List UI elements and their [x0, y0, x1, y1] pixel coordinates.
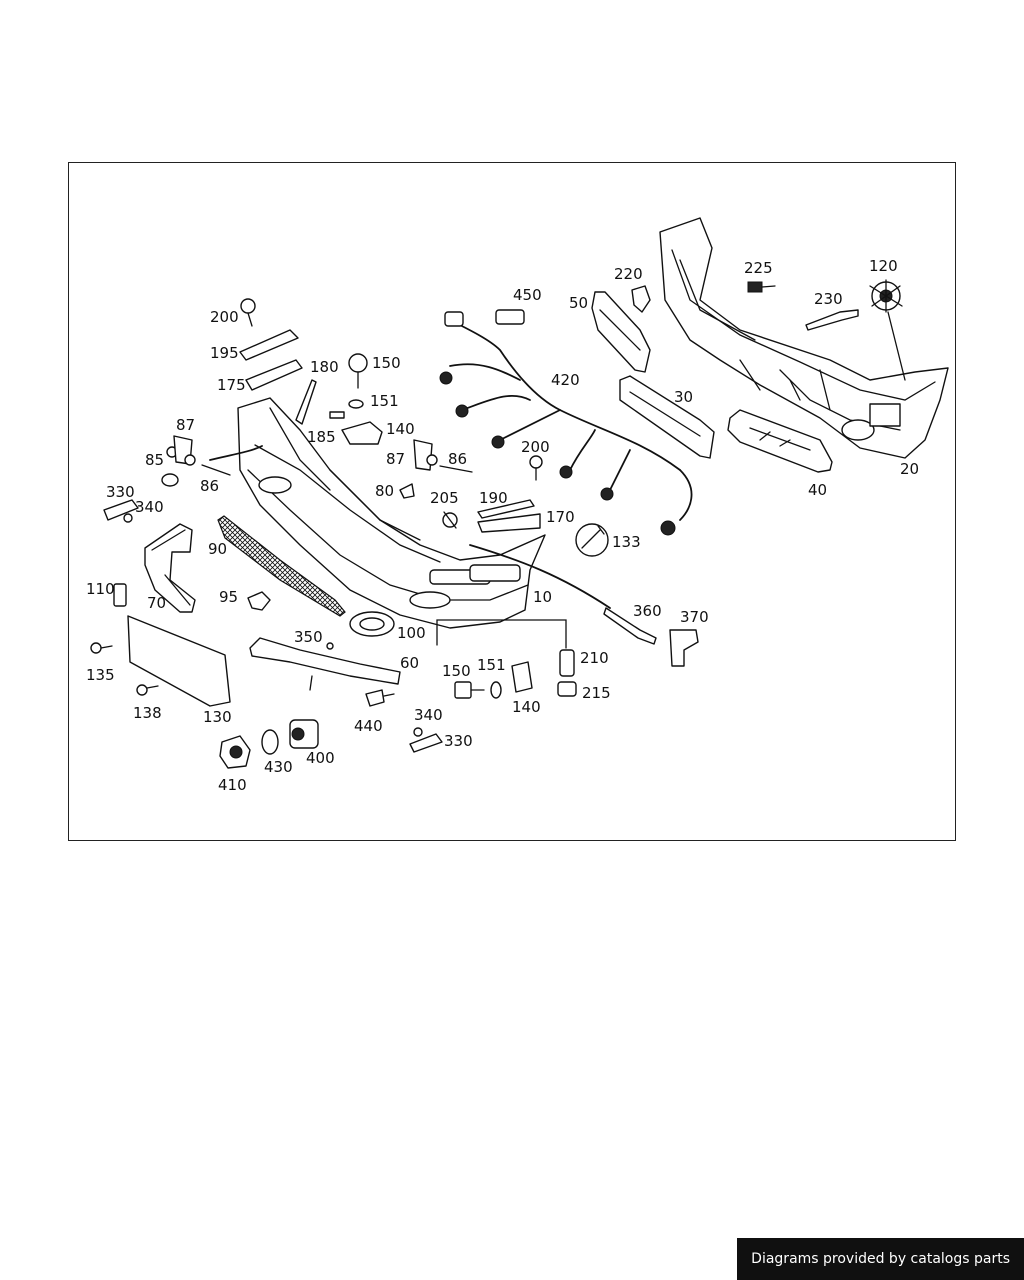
part-clip-110 — [113, 583, 127, 607]
callout-labels: 200 195 175 180 150 151 185 140 87 85 86… — [86, 257, 919, 794]
callout-210: 210 — [580, 649, 609, 667]
part-lamp-330-340-lower — [409, 727, 443, 753]
callout-30: 30 — [674, 388, 693, 406]
part-fasteners-85-87-left — [161, 435, 231, 487]
part-bracket-50 — [591, 291, 651, 373]
part-grille-90 — [217, 515, 346, 617]
part-clip-95 — [247, 591, 271, 611]
callout-138: 138 — [133, 704, 162, 722]
part-sensors-400-410-430 — [219, 719, 319, 769]
callout-400: 400 — [306, 749, 335, 767]
callout-150-top: 150 — [372, 354, 401, 372]
callout-151-bottom: 151 — [477, 656, 506, 674]
callout-175: 175 — [217, 376, 246, 394]
part-screws-135-138 — [90, 642, 159, 696]
callout-85: 85 — [145, 451, 164, 469]
part-clip-220 — [631, 285, 651, 313]
part-screw-200-center — [529, 455, 543, 481]
callout-151-top: 151 — [370, 392, 399, 410]
part-horn-120 — [869, 279, 906, 381]
part-350 — [326, 642, 334, 650]
diagram-frame — [68, 162, 956, 841]
part-fasteners-lower-center — [436, 619, 577, 699]
part-bar-40 — [727, 409, 833, 473]
callout-140-top: 140 — [386, 420, 415, 438]
part-carrier-20 — [659, 217, 949, 459]
callout-370: 370 — [680, 608, 709, 626]
part-absorber-30 — [619, 375, 715, 459]
part-lamp-330-340-left — [103, 499, 139, 523]
callout-140-bottom: 140 — [512, 698, 541, 716]
callout-10: 10 — [533, 588, 552, 606]
part-pin-230 — [805, 309, 859, 331]
callout-215: 215 — [582, 684, 611, 702]
part-bracket-370 — [669, 629, 699, 667]
callout-86-left: 86 — [200, 477, 219, 495]
part-strip-60 — [249, 637, 401, 691]
callout-360: 360 — [633, 602, 662, 620]
callout-50: 50 — [569, 294, 588, 312]
callout-87-center: 87 — [386, 450, 405, 468]
callout-200-top: 200 — [210, 308, 239, 326]
part-clip-440 — [365, 689, 395, 707]
callout-430: 430 — [264, 758, 293, 776]
part-sensor-360 — [469, 544, 657, 645]
callout-100: 100 — [397, 624, 426, 642]
callout-330-left: 330 — [106, 483, 135, 501]
footer-credit-badge: Diagrams provided by catalogs parts — [737, 1238, 1024, 1280]
callout-80: 80 — [375, 482, 394, 500]
callout-86-center: 86 — [448, 450, 467, 468]
callout-150-bottom: 150 — [442, 662, 471, 680]
callout-110: 110 — [86, 580, 115, 598]
callout-60: 60 — [400, 654, 419, 672]
callout-130: 130 — [203, 708, 232, 726]
callout-230: 230 — [814, 290, 843, 308]
callout-195: 195 — [210, 344, 239, 362]
callout-185: 185 — [307, 428, 336, 446]
footer-credit-text: Diagrams provided by catalogs parts — [751, 1251, 1010, 1267]
leader-line-left — [209, 445, 263, 461]
callout-190: 190 — [479, 489, 508, 507]
callout-70: 70 — [147, 594, 166, 612]
callout-95: 95 — [219, 588, 238, 606]
callout-350: 350 — [294, 628, 323, 646]
callout-340-bottom: 340 — [414, 706, 443, 724]
part-fasteners-86-87-center — [413, 439, 473, 473]
part-screw-225 — [747, 281, 776, 293]
part-bracket-140-upper — [329, 353, 383, 445]
callout-440: 440 — [354, 717, 383, 735]
callout-40: 40 — [808, 481, 827, 499]
callout-180: 180 — [310, 358, 339, 376]
callout-225: 225 — [744, 259, 773, 277]
part-bumper-cover-10 — [237, 397, 546, 629]
part-cap-80 — [399, 483, 415, 499]
callout-120: 120 — [869, 257, 898, 275]
callout-20: 20 — [900, 460, 919, 478]
callout-330-bottom: 330 — [444, 732, 473, 750]
part-connector-450 — [495, 309, 525, 325]
callout-420: 420 — [551, 371, 580, 389]
callout-133: 133 — [612, 533, 641, 551]
callout-220: 220 — [614, 265, 643, 283]
callout-450: 450 — [513, 286, 542, 304]
callout-205: 205 — [430, 489, 459, 507]
part-bracket-190-170 — [477, 499, 541, 533]
part-tool-133 — [575, 523, 609, 557]
callout-170: 170 — [546, 508, 575, 526]
callout-200-center: 200 — [521, 438, 550, 456]
part-harness-420 — [439, 311, 693, 536]
part-side-grille-70 — [144, 523, 196, 613]
callout-90: 90 — [208, 540, 227, 558]
callout-410: 410 — [218, 776, 247, 794]
part-bracket-175-195 — [239, 298, 303, 391]
part-license-plate-130 — [127, 615, 231, 707]
callout-87-left: 87 — [176, 416, 195, 434]
part-clip-205 — [442, 511, 458, 529]
part-foglight-ring-100 — [349, 611, 395, 637]
part-strip-180 — [295, 379, 317, 425]
callout-135: 135 — [86, 666, 115, 684]
callout-340-left: 340 — [135, 498, 164, 516]
